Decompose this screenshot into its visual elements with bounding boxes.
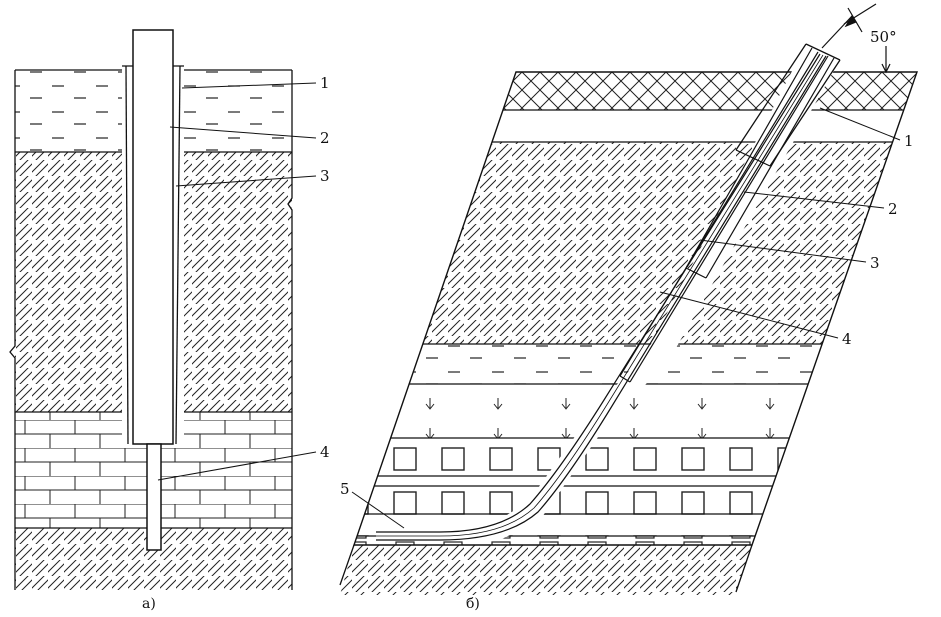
callout-b-4: 4 bbox=[842, 330, 852, 348]
layer-b-squares bbox=[354, 438, 917, 536]
callout-line-b-2 bbox=[743, 191, 885, 209]
layer-b-small-squares bbox=[354, 536, 917, 545]
callout-b-3: 3 bbox=[870, 254, 880, 272]
casing-pipe-a bbox=[132, 29, 174, 445]
layer-b-bottom-hatched bbox=[340, 545, 752, 595]
callout-line-a-1 bbox=[181, 82, 317, 89]
layer-b-hatched bbox=[354, 142, 917, 344]
callout-a-2: 2 bbox=[320, 129, 330, 147]
inclined-borehole bbox=[376, 43, 841, 541]
callout-b-5: 5 bbox=[340, 480, 350, 498]
inner-pipe-a bbox=[146, 443, 162, 551]
figure-a: 1 2 3 4 а) bbox=[9, 29, 330, 612]
callout-line-a-2 bbox=[169, 126, 317, 139]
callout-line-b-3 bbox=[699, 239, 867, 263]
angle-indicator bbox=[821, 3, 891, 74]
callout-line-b-1 bbox=[819, 107, 901, 141]
caption-a: а) bbox=[142, 596, 156, 612]
callout-line-b-4 bbox=[659, 291, 839, 339]
figure-b: 50° 1 2 3 4 5 б) bbox=[339, 3, 918, 612]
callout-a-1: 1 bbox=[320, 74, 330, 92]
callout-line-b-5 bbox=[351, 491, 405, 529]
callout-a-3: 3 bbox=[320, 167, 330, 185]
callout-a-4: 4 bbox=[320, 443, 330, 461]
angle-label: 50° bbox=[870, 28, 897, 46]
layer-b-arrows bbox=[354, 384, 917, 438]
callout-line-a-4 bbox=[157, 451, 317, 481]
callout-b-1: 1 bbox=[904, 132, 914, 150]
callout-b-2: 2 bbox=[888, 200, 898, 218]
caption-b: б) bbox=[466, 596, 480, 612]
callout-line-a-3 bbox=[175, 175, 317, 187]
layer-b-crosshatch bbox=[354, 72, 917, 110]
